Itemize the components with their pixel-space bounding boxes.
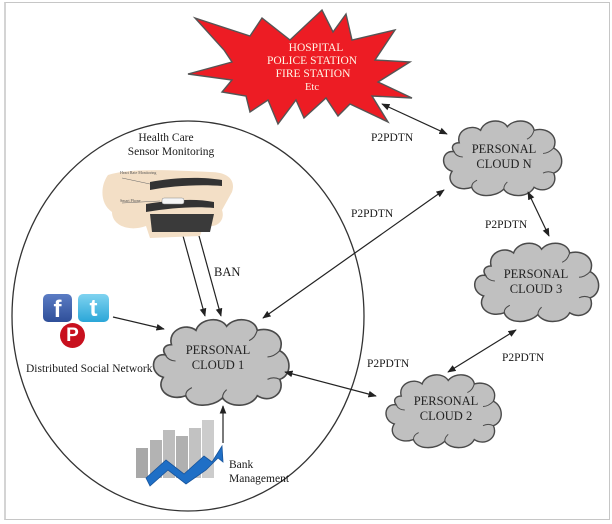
- p2pdtn-label-1-n: P2PDTN: [351, 208, 394, 220]
- arrow-cloud-2-to-cloud-3: [447, 329, 517, 373]
- p2pdtn-label-star-n: P2PDTN: [371, 132, 414, 144]
- arrow-social-to-cloud-1: [112, 316, 165, 331]
- cloud-2-line1: PERSONAL: [413, 394, 479, 408]
- ban-label: BAN: [214, 265, 241, 279]
- emergency-star-shape: [187, 8, 413, 126]
- health-care-title: Health Care: [138, 132, 194, 144]
- personal-cloud-3-label: PERSONAL CLOUD 3: [504, 267, 569, 297]
- cloud-n-line1: PERSONAL: [471, 142, 537, 156]
- social-network-label: Distributed Social Network: [26, 363, 153, 375]
- arrow-cloud-1-to-cloud-2: [284, 370, 377, 398]
- cloud-3-line1: PERSONAL: [503, 267, 569, 281]
- heart-rate-label: Heart Rate Monitoring: [120, 170, 157, 175]
- pinterest-icon: P: [60, 323, 85, 348]
- smart-phone-label: Smart Phone: [120, 198, 141, 203]
- personal-cloud-2-label: PERSONAL CLOUD 2: [414, 394, 479, 424]
- cloud-3-line2: CLOUD 3: [509, 282, 563, 296]
- cloud-2-line2: CLOUD 2: [419, 409, 473, 423]
- health-care-subtitle: Sensor Monitoring: [127, 146, 215, 158]
- bank-label-line1: Bank: [229, 459, 254, 471]
- personal-cloud-1-label: PERSONAL CLOUD 1: [186, 343, 251, 373]
- bank-label-line2: Management: [229, 473, 290, 485]
- cloud-1-line1: PERSONAL: [185, 343, 251, 357]
- p2pdtn-label-1-2: P2PDTN: [367, 358, 410, 370]
- body-sensor-illustration: [102, 170, 234, 238]
- emergency-fire-label: FIRE STATION: [275, 68, 351, 80]
- facebook-icon: f: [43, 294, 72, 322]
- p2pdtn-label-n-3: P2PDTN: [485, 219, 528, 231]
- arrow-cloud-n-to-cloud-3: [527, 191, 550, 237]
- twitter-icon: t: [78, 294, 109, 322]
- emergency-etc-label: Etc: [305, 82, 319, 93]
- cloud-1-line2: CLOUD 1: [191, 358, 245, 372]
- emergency-police-label: POLICE STATION: [266, 55, 358, 67]
- arrow-star-to-cloud-n: [381, 103, 448, 135]
- p2pdtn-label-2-3: P2PDTN: [502, 352, 545, 364]
- cloud-n-line2: CLOUD N: [476, 157, 532, 171]
- bank-chart-illustration: [136, 420, 224, 487]
- emergency-hospital-label: HOSPITAL: [288, 42, 344, 54]
- personal-cloud-n-label: PERSONAL CLOUD N: [472, 142, 537, 172]
- arrow-cloud-n-to-cloud-1: [262, 189, 445, 319]
